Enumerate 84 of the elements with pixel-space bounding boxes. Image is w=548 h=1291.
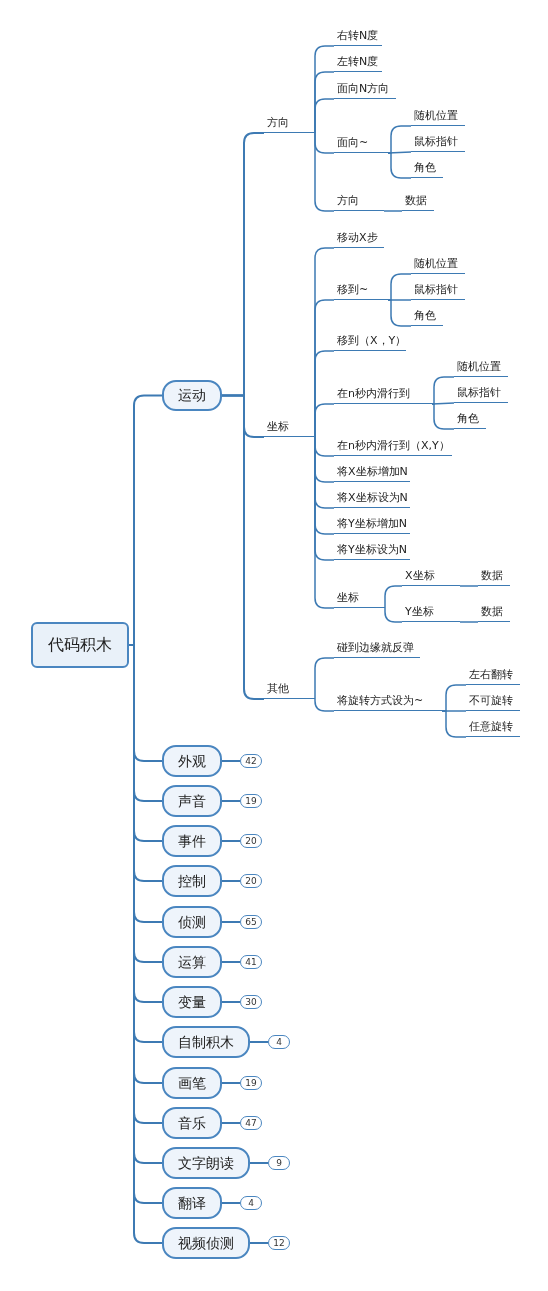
- count-badge: 4: [240, 1196, 262, 1210]
- branch-topic-box: 视频侦测: [162, 1227, 250, 1259]
- topic-label: Y坐标: [402, 604, 460, 622]
- branch-line: [314, 98, 335, 134]
- topic-label: 移动X步: [334, 230, 384, 248]
- count-badge: 19: [240, 1076, 262, 1090]
- branch-line: [387, 273, 412, 301]
- topic-label: 将旋转方式设为~: [334, 693, 442, 711]
- count-badge: 20: [240, 834, 262, 848]
- branch-topic-box: 声音: [162, 785, 222, 817]
- branch-line: [314, 698, 335, 712]
- topic-label: 角色: [411, 308, 443, 326]
- branch-line: [314, 403, 335, 438]
- count-badge: 20: [240, 874, 262, 888]
- branch-topic-box: 自制积木: [162, 1026, 250, 1058]
- topic-label: 将X坐标设为N: [334, 490, 410, 508]
- branch-line: [431, 376, 455, 405]
- topic-label: 面向~: [334, 135, 388, 153]
- topic-label: 角色: [454, 411, 486, 429]
- branch-topic-box: 变量: [162, 986, 222, 1018]
- count-badge: 12: [268, 1236, 290, 1250]
- topic-label: 将Y坐标设为N: [334, 542, 410, 560]
- branch-line: [221, 394, 265, 700]
- branch-line: [459, 621, 479, 623]
- count-badge: 47: [240, 1116, 262, 1130]
- branch-line: [384, 585, 403, 609]
- topic-label: 右转N度: [334, 28, 382, 46]
- topic-label: 坐标: [264, 419, 315, 437]
- topic-label: 左转N度: [334, 54, 382, 72]
- topic-label: 坐标: [334, 590, 385, 608]
- branch-topic-box: 侦测: [162, 906, 222, 938]
- topic-label: 将Y坐标增加N: [334, 516, 410, 534]
- topic-label: 随机位置: [411, 256, 465, 274]
- topic-label: X坐标: [402, 568, 460, 586]
- topic-label: 在n秒内滑行到: [334, 386, 432, 404]
- root-topic-box: 代码积木: [31, 622, 129, 668]
- topic-label: 随机位置: [411, 108, 465, 126]
- count-badge: 30: [240, 995, 262, 1009]
- branch-line: [459, 585, 479, 587]
- count-badge: 41: [240, 955, 262, 969]
- branch-topic-box: 画笔: [162, 1067, 222, 1099]
- branch-line: [387, 152, 412, 179]
- branch-line: [383, 210, 403, 212]
- topic-label: 鼠标指针: [411, 134, 465, 152]
- topic-label: 鼠标指针: [411, 282, 465, 300]
- branch-line: [441, 710, 467, 738]
- branch-topic-box: 文字朗读: [162, 1147, 250, 1179]
- branch-line: [314, 657, 335, 700]
- branch-topic-box: 翻译: [162, 1187, 222, 1219]
- topic-label: 将X坐标增加N: [334, 464, 410, 482]
- topic-label: 数据: [478, 568, 510, 586]
- topic-label: 在n秒内滑行到（X,Y）: [334, 438, 452, 456]
- topic-label: 随机位置: [454, 359, 508, 377]
- topic-label: 移到（X，Y）: [334, 333, 406, 351]
- branch-topic-box: 外观: [162, 745, 222, 777]
- topic-label: 方向: [334, 193, 384, 211]
- branch-line: [314, 132, 335, 212]
- topic-label: 碰到边缘就反弹: [334, 640, 420, 658]
- count-badge: 9: [268, 1156, 290, 1170]
- topic-label: 其他: [264, 681, 315, 699]
- topic-label: 面向N方向: [334, 81, 396, 99]
- branch-line: [387, 125, 412, 154]
- topic-label: 鼠标指针: [454, 385, 508, 403]
- branch-topic-box: 运动: [162, 380, 222, 411]
- branch-line: [387, 299, 412, 327]
- topic-label: 数据: [402, 193, 434, 211]
- branch-topic-box: 事件: [162, 825, 222, 857]
- count-badge: 65: [240, 915, 262, 929]
- topic-label: 左右翻转: [466, 667, 520, 685]
- topic-label: 数据: [478, 604, 510, 622]
- topic-label: 方向: [264, 115, 315, 133]
- branch-line: [314, 436, 335, 609]
- topic-label: 角色: [411, 160, 443, 178]
- topic-label: 不可旋转: [466, 693, 520, 711]
- branch-line: [431, 403, 455, 430]
- count-badge: 19: [240, 794, 262, 808]
- topic-label: 任意旋转: [466, 719, 520, 737]
- count-badge: 42: [240, 754, 262, 768]
- branch-line: [384, 607, 403, 623]
- branch-topic-box: 运算: [162, 946, 222, 978]
- count-badge: 4: [268, 1035, 290, 1049]
- topic-label: 移到~: [334, 282, 388, 300]
- branch-topic-box: 控制: [162, 865, 222, 897]
- branch-topic-box: 音乐: [162, 1107, 222, 1139]
